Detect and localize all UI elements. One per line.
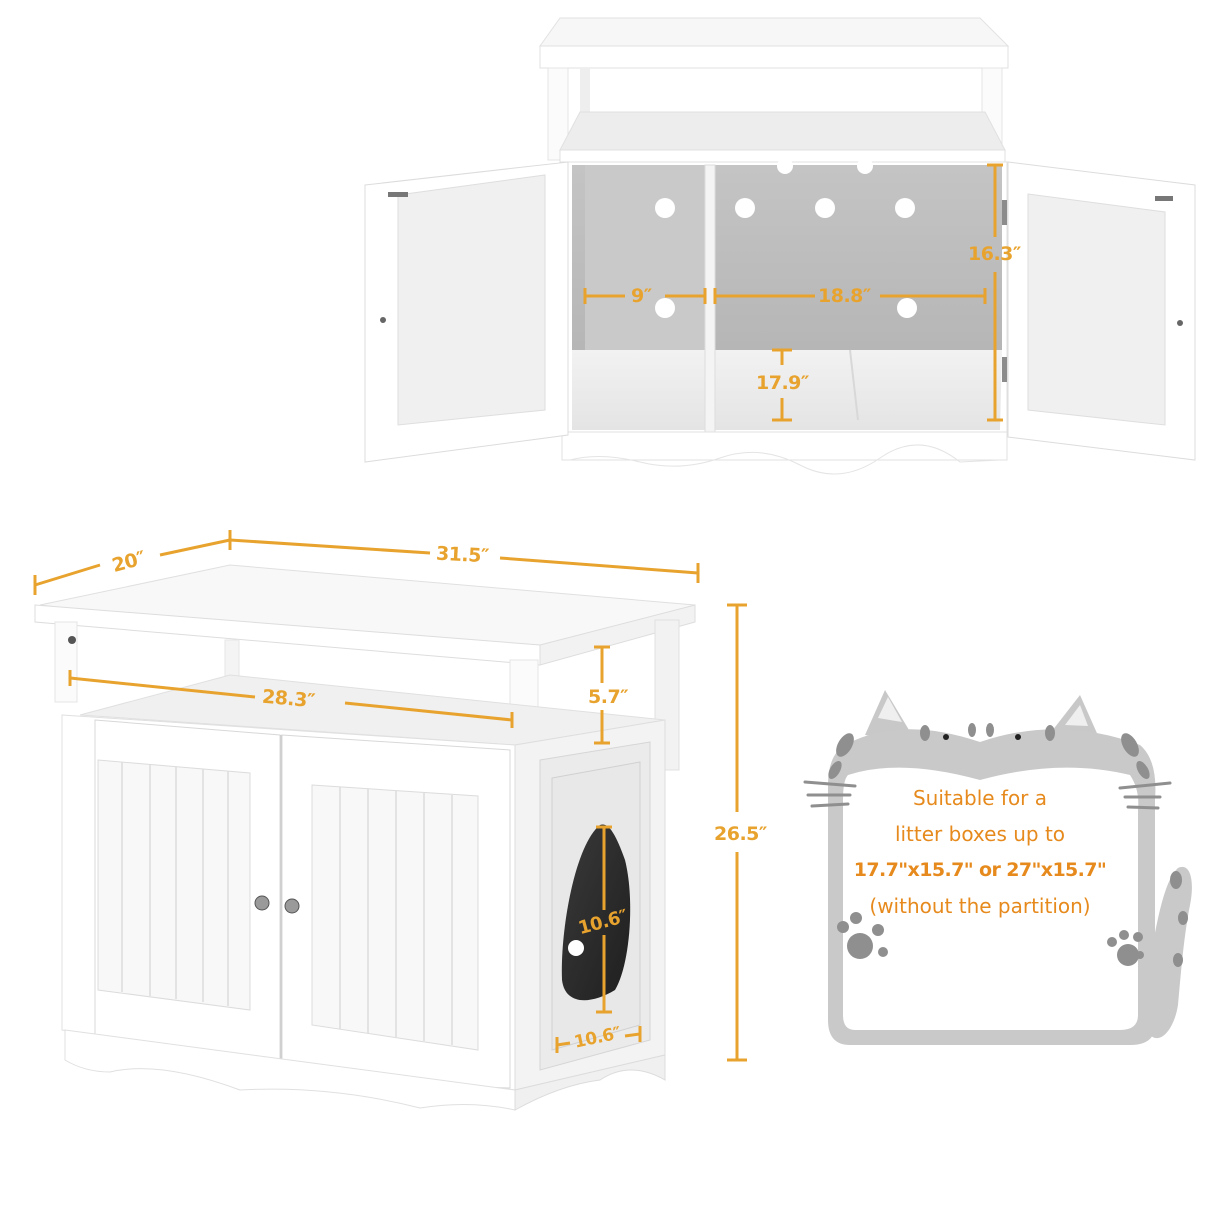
cat-frame-icon bbox=[803, 690, 1192, 1045]
dim-interior-height: 16.3″ bbox=[968, 243, 1021, 265]
note-line-2: litter boxes up to bbox=[894, 822, 1066, 846]
dim-shelf-width: 28.3″ bbox=[261, 685, 316, 713]
note-line-3: 17.7"x15.7" or 27"x15.7" bbox=[853, 859, 1107, 881]
litter-box-size-note: Suitable for a litter boxes up to 17.7"x… bbox=[830, 780, 1130, 924]
note-line-1: Suitable for a bbox=[912, 786, 1048, 810]
dim-right-compartment-width: 18.8″ bbox=[818, 285, 871, 307]
dim-total-height: 26.5″ bbox=[714, 823, 767, 845]
dim-compartment-depth: 17.9″ bbox=[756, 372, 809, 394]
dim-shelf-height: 5.7″ bbox=[588, 686, 629, 708]
dim-left-compartment-width: 9″ bbox=[631, 285, 652, 307]
note-line-4: (without the partition) bbox=[869, 894, 1091, 918]
dim-width: 31.5″ bbox=[435, 542, 490, 568]
